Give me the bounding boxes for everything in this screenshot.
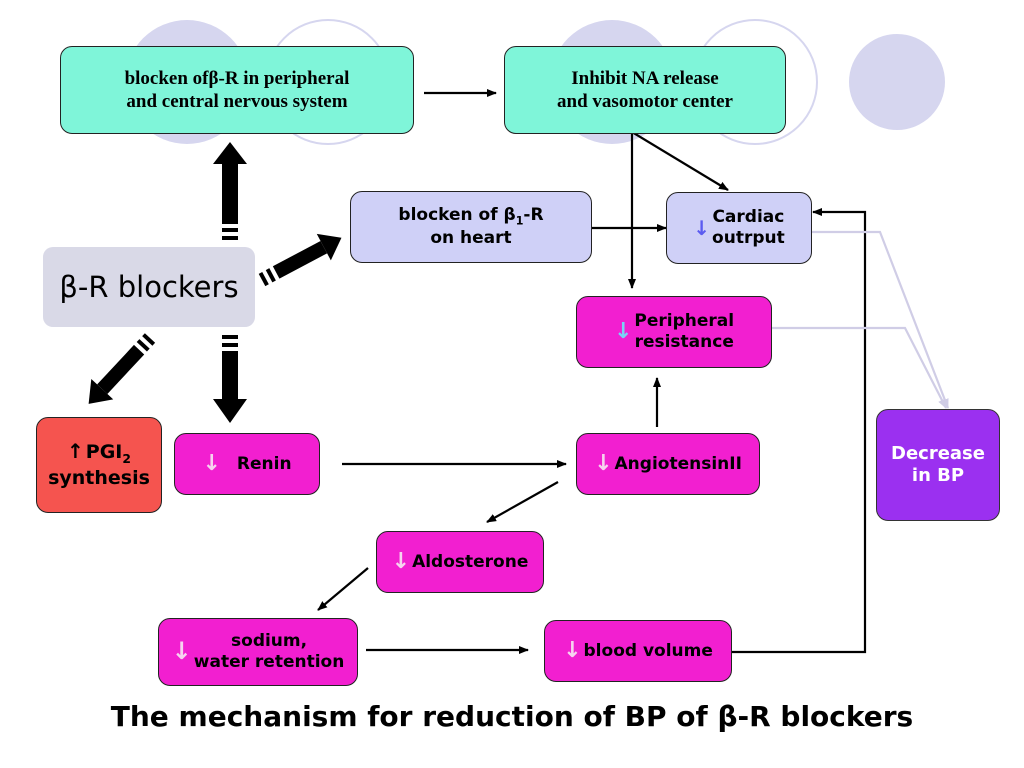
down-arrow-icon: ↓ (391, 548, 411, 574)
inhibit-na-line2: and vasomotor center (557, 91, 733, 112)
up-arrow-icon: ↑ (67, 439, 84, 464)
blocken-b1-node: blocken of β1-R on heart (350, 191, 592, 263)
blood-volume-node: ↓ blood volume (544, 620, 732, 682)
blocken-b1-line2: on heart (430, 228, 512, 249)
inhibit-na-line1: Inhibit NA release (571, 67, 719, 89)
sodium-line1: sodium, (231, 631, 308, 652)
down-arrow-icon: ↓ (693, 215, 711, 240)
decrease-line1: Decrease (891, 443, 985, 465)
inhibit-na-node: Inhibit NA release and vasomotor center (504, 46, 786, 134)
blocken-b1-subscript: 1 (515, 214, 524, 228)
blocken-b1-line1-post: -R (523, 205, 544, 226)
block-arrow-up (213, 142, 247, 240)
sodium-retention-node: ↓ sodium, water retention (158, 618, 358, 686)
arrow-angio-to-aldo (486, 481, 559, 523)
blocken-b1-line1: blocken of β (398, 205, 516, 226)
angiotensin-node: ↓ AngiotensinII (576, 433, 760, 495)
bg-circle (849, 34, 945, 130)
pgi-subscript: 2 (122, 452, 131, 467)
peripheral-line2: resistance (634, 332, 734, 352)
decrease-line2: in BP (911, 465, 965, 486)
flow-arrows (317, 89, 867, 654)
block-arrows (88, 142, 342, 423)
pgi2-synthesis-node: ↑PGI2 synthesis (36, 417, 162, 513)
renin-node: ↓ Renin (174, 433, 320, 495)
pgi-label: PGI (85, 441, 123, 464)
beta-r-blockers-label: β-R blockers (59, 270, 239, 304)
light-connectors (772, 230, 950, 409)
renin-label: Renin (236, 453, 292, 474)
blood-volume-label: blood volume (583, 640, 713, 661)
peripheral-resistance-node: ↓ Peripheral resistance (576, 296, 772, 368)
cardiac-line1: Cardiac (712, 207, 785, 228)
beta-r-blockers-node: β-R blockers (43, 247, 255, 327)
down-arrow-icon: ↓ (202, 450, 221, 476)
arrow-volume-to-cardiac (732, 208, 867, 654)
arrow-inhibit-to-cardiac (631, 131, 729, 191)
down-arrow-icon: ↓ (563, 637, 582, 663)
angiotensin-label: AngiotensinII (614, 453, 742, 474)
blocken-peripheral-node: blocken ofβ-R in peripheral and central … (60, 46, 414, 134)
sodium-line2: water retention (193, 652, 345, 672)
cardiac-output-node: ↓ Cardiac outrput (666, 192, 812, 264)
block-arrow-right (258, 233, 342, 287)
slide-title: The mechanism for reduction of BP of β-R… (110, 700, 914, 733)
arrow-aldo-to-sodium (317, 567, 369, 611)
down-arrow-icon: ↓ (613, 318, 633, 344)
block-arrow-down (213, 335, 247, 423)
connector-peripheral-to-bp (772, 326, 947, 409)
peripheral-line1: Peripheral (634, 311, 735, 332)
down-arrow-icon: ↓ (594, 450, 613, 476)
cardiac-line2: outrput (712, 228, 785, 248)
block-arrow-down-left (88, 333, 156, 404)
connector-cardiac-to-bp (812, 230, 950, 409)
aldosterone-node: ↓ Aldosterone (376, 531, 544, 593)
blocken-peripheral-line2: and central nervous system (126, 91, 348, 112)
decrease-bp-node: Decrease in BP (876, 409, 1000, 521)
blocken-peripheral-line1: blocken ofβ-R in peripheral (124, 67, 350, 89)
pgi-line2: synthesis (48, 467, 150, 490)
aldosterone-label: Aldosterone (412, 551, 529, 572)
down-arrow-icon: ↓ (171, 637, 192, 666)
